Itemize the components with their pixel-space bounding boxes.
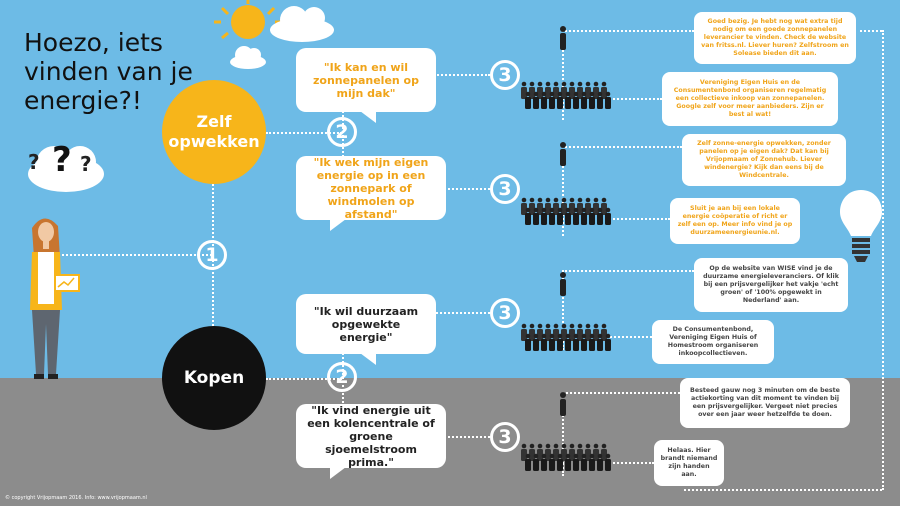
connector-line (266, 378, 342, 380)
info-box: Vereniging Eigen Huis en de Consumentenb… (662, 72, 838, 126)
info-box: Sluit je aan bij een lokale energie coöp… (670, 198, 800, 244)
connector-line (562, 30, 564, 120)
person-icon (560, 142, 566, 166)
question-mark-right: ? (80, 152, 92, 176)
cloud-icon (230, 46, 266, 69)
step-1-marker: 1 (197, 240, 227, 270)
crowd-icon (520, 196, 616, 230)
question-cloud-icon (28, 146, 104, 192)
connector-line (562, 270, 694, 272)
step-3-marker: 3 (490, 60, 520, 90)
crowd-icon (520, 80, 616, 114)
step-2-marker: 2 (327, 362, 357, 392)
connector-line (562, 30, 694, 32)
info-box: Zelf zonne-energie opwekken, zonder pane… (682, 134, 846, 186)
crowd-icon (520, 442, 616, 476)
connector-line (562, 146, 682, 148)
connector-line (562, 392, 680, 394)
connector-line (562, 146, 564, 236)
connector-line (562, 392, 564, 476)
cloud-icon (270, 6, 334, 42)
info-box: Goed bezig. Je hebt nog wat extra tijd n… (694, 12, 856, 64)
page-title: Hoezo, iets vinden van je energie?! (24, 28, 193, 115)
connector-line (562, 270, 564, 350)
connector-line (384, 312, 490, 314)
step-3-marker: 3 (490, 298, 520, 328)
person-icon (560, 272, 566, 296)
step-3-marker: 3 (490, 422, 520, 452)
statement-bubble-duurzaam: "Ik wil duurzaam opgewekte energie" (296, 294, 436, 365)
crowd-icon (520, 322, 616, 356)
statement-bubble-kolencentrale: "Ik vind energie uit een kolencentrale o… (296, 404, 446, 479)
connector-line (684, 489, 882, 491)
connector-line (882, 30, 884, 490)
step-2-marker: 2 (327, 117, 357, 147)
woman-laptop-icon (30, 218, 80, 379)
info-box: De Consumentenbond, Vereniging Eigen Hui… (652, 320, 774, 364)
branch-zelf-opwekken: Zelf opwekken (162, 80, 266, 184)
statement-bubble-zonnepanelen: "Ik kan en wil zonnepanelen op mijn dak" (296, 48, 436, 123)
copyright-text: © copyright Vrijopmaam 2016. Info: www.v… (5, 495, 147, 501)
question-mark-center: ? (52, 140, 72, 180)
connector-line (562, 98, 662, 100)
step-3-marker: 3 (490, 174, 520, 204)
connector-line (562, 218, 670, 220)
connector-line (860, 30, 882, 32)
connector-line (448, 188, 490, 190)
connector-line (448, 436, 490, 438)
connector-line (266, 132, 342, 134)
connector-line (62, 254, 212, 256)
info-box: Besteed gauw nog 3 minuten om de beste a… (680, 378, 850, 428)
question-mark-left: ? (28, 150, 40, 174)
info-box: Helaas. Hier brandt niemand zijn handen … (654, 440, 724, 486)
connector-line (410, 74, 490, 76)
branch-kopen: Kopen (162, 326, 266, 430)
person-icon (560, 26, 566, 50)
statement-bubble-zonnepark: "Ik wek mijn eigen energie op in een zon… (296, 156, 446, 231)
person-icon (560, 392, 566, 416)
info-box: Op de website van WISE vind je de duurza… (694, 258, 848, 312)
lightbulb-icon (840, 190, 882, 262)
